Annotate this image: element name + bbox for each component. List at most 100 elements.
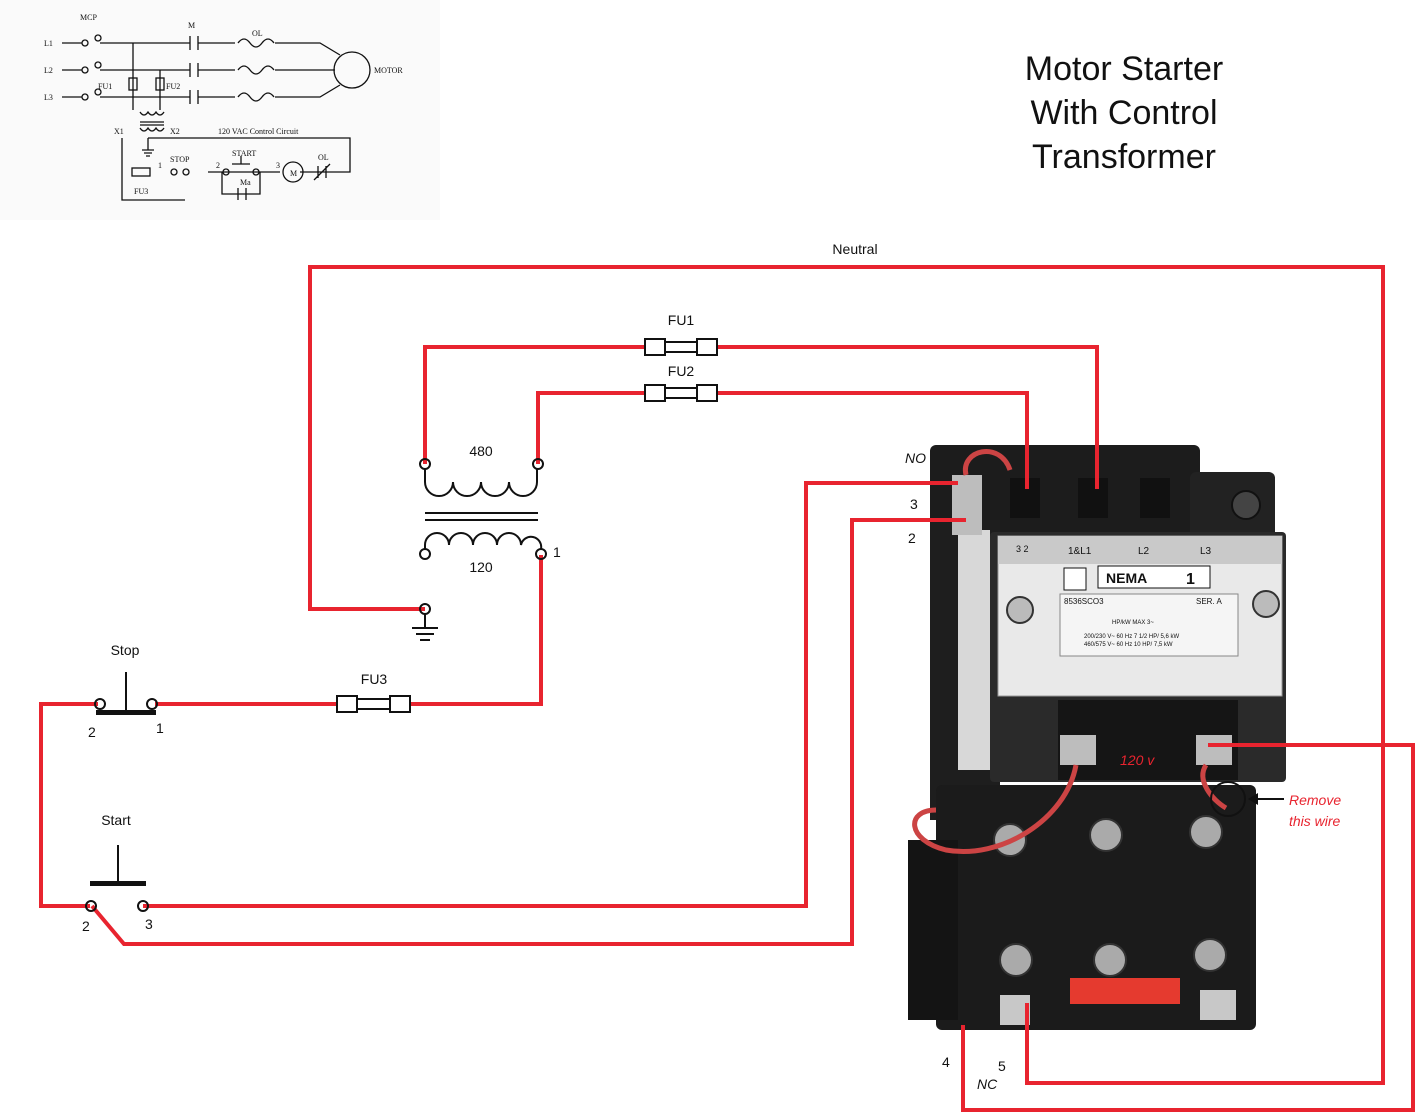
plate-series: SER. A <box>1196 597 1222 606</box>
schematic-x2-label: X2 <box>170 127 180 136</box>
fu1-label: FU1 <box>668 312 695 328</box>
secondary-terminal-label: 1 <box>553 544 561 560</box>
secondary-winding <box>424 532 543 550</box>
schematic-start-label: START <box>232 149 256 158</box>
secondary-terminal-x2 <box>535 548 547 560</box>
schematic-node-2: 2 <box>216 161 220 170</box>
plate-l2: L2 <box>1138 546 1150 557</box>
nema-badge <box>1097 565 1211 589</box>
schematic-fu3-label: FU3 <box>134 187 148 196</box>
line-terminal <box>1078 478 1108 518</box>
schematic-background <box>0 0 440 220</box>
schematic-ma-label: Ma <box>240 178 251 187</box>
coil-wire-right <box>1200 763 1228 811</box>
start-to-no3-wire <box>143 481 958 908</box>
start-to-aux2-wire <box>90 518 966 946</box>
stop-terminal-2 <box>94 698 106 710</box>
start-terminal-2-label: 2 <box>82 918 90 934</box>
coil-to-nc-wire <box>961 743 1415 1112</box>
no-label: NO <box>905 450 926 466</box>
schematic-ol-contact-label: OL <box>318 153 329 162</box>
top-jumper-wire <box>963 449 1013 476</box>
overload-left-block <box>908 840 958 1020</box>
coil-voltage-label: 120 v <box>1120 752 1155 768</box>
plate-rating-2: 460/575 V~ 60 Hz 10 HP/ 7,5 kW <box>1084 642 1173 648</box>
fuse-fu3 <box>336 695 411 713</box>
schematic-motor-label: MOTOR <box>374 66 403 75</box>
nema-size: 1 <box>1186 571 1195 588</box>
stop-pushbutton <box>94 672 158 715</box>
rating-panel <box>1059 593 1239 657</box>
ladder-schematic: MCP M OL L1 L2 L3 <box>0 0 440 220</box>
title-line-2: With Control <box>1030 94 1217 132</box>
secondary-voltage-label: 120 <box>469 559 493 575</box>
fu1-primary-wire <box>423 345 1099 489</box>
start-terminal-3-label: 3 <box>145 916 153 932</box>
primary-winding <box>424 469 538 497</box>
stop-terminal-1-label: 1 <box>156 720 164 736</box>
coil-terminal-left <box>1060 735 1096 765</box>
plate-model: 8536SCO3 <box>1064 597 1104 606</box>
plate-term-32: 3 2 <box>1016 544 1029 554</box>
plate-rating-head: HP/kW MAX 3~ <box>1112 620 1154 626</box>
page-title: Motor Starter With Control Transformer <box>1025 50 1223 176</box>
arrow-head-icon <box>1248 793 1258 805</box>
aux-3-label: 3 <box>910 496 918 512</box>
schematic-power-lines <box>62 34 371 201</box>
schematic-l3-label: L3 <box>44 93 53 102</box>
start-terminal-3 <box>137 900 149 912</box>
aux-5-label: 5 <box>998 1058 1006 1074</box>
transformer-core <box>425 512 538 521</box>
stop-label: Stop <box>111 642 140 658</box>
schematic-node-3: 3 <box>276 161 280 170</box>
reset-bar <box>1070 978 1180 1004</box>
screw-icon <box>1093 943 1127 977</box>
screw-icon <box>1189 815 1223 849</box>
screw-icon <box>1006 596 1034 624</box>
motor-starter: 3 2 1&L1 L2 L3 NEMA 1 8536SCO3 SER. A HP… <box>908 445 1286 1030</box>
remove-note-line-1: Remove <box>1289 792 1341 808</box>
fu2-label: FU2 <box>668 363 695 379</box>
remove-wire-highlight <box>1210 781 1246 817</box>
stop-terminal-1 <box>146 698 158 710</box>
brand-logo <box>1063 567 1087 591</box>
stop-contact-bar <box>96 710 156 715</box>
fu3-label: FU3 <box>361 671 388 687</box>
coil-terminal-right <box>1196 735 1232 765</box>
stop-terminal-2-label: 2 <box>88 724 96 740</box>
coil-wire-left <box>912 764 1079 854</box>
schematic-l2-label: L2 <box>44 66 53 75</box>
schematic-mcp-label: MCP <box>80 13 97 22</box>
starter-top-block <box>930 445 1200 535</box>
load-terminal <box>1200 990 1236 1020</box>
screw-icon <box>999 943 1033 977</box>
auxiliary-contact-block <box>958 530 990 770</box>
screw-icon <box>1252 590 1280 618</box>
stop-to-start-wire <box>39 702 98 908</box>
schematic-m-label: M <box>188 21 195 30</box>
title-line-1: Motor Starter <box>1025 50 1223 88</box>
ground-icon <box>412 614 438 641</box>
start-contact-bar <box>90 881 146 886</box>
primary-voltage-label: 480 <box>469 443 493 459</box>
neutral-label: Neutral <box>832 241 877 257</box>
schematic-fu2-label: FU2 <box>166 82 180 91</box>
secondary-terminal-x1 <box>419 548 431 560</box>
aux-2-label: 2 <box>908 530 916 546</box>
plate-l1: 1&L1 <box>1068 546 1092 557</box>
schematic-ol-label: OL <box>252 29 263 38</box>
secondary-to-stop-wire <box>155 555 543 706</box>
fuse-fu2 <box>644 384 718 402</box>
schematic-l1-label: L1 <box>44 39 53 48</box>
plate-l3: L3 <box>1200 546 1212 557</box>
title-line-3: Transformer <box>1032 138 1216 176</box>
schematic-coil-label: M <box>290 169 297 178</box>
start-pushbutton <box>85 845 149 912</box>
schematic-node-1: 1 <box>158 161 162 170</box>
nameplate-terminal-strip <box>998 536 1282 564</box>
field-wiring <box>39 265 1415 1112</box>
screw-icon <box>1089 818 1123 852</box>
screw-icon <box>1231 490 1261 520</box>
